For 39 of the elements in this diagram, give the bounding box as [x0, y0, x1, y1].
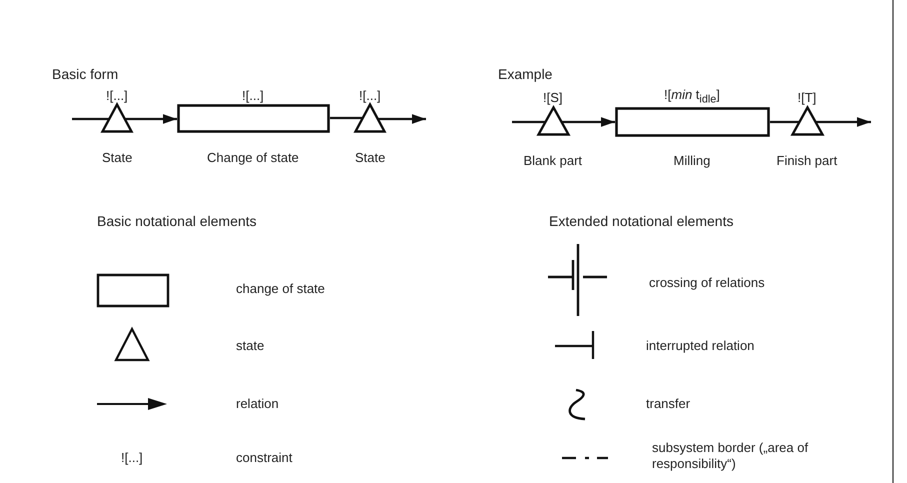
node-caption: State: [355, 150, 386, 166]
constraint-label: ![S]: [543, 90, 563, 106]
arrow: [378, 114, 426, 124]
constraint-label: ![min t$_{idle}$]: [664, 87, 720, 108]
state-triangle: [354, 103, 386, 133]
node-caption: Finish part: [776, 153, 838, 169]
arrow: [562, 117, 615, 127]
legend-text: interrupted relation: [646, 338, 754, 354]
legend-text: transfer: [646, 396, 690, 412]
legend-text: relation: [236, 396, 279, 412]
legend-text: change of state: [236, 281, 325, 297]
state-triangle: [101, 103, 133, 133]
section-heading: Extended notational elements: [549, 213, 734, 230]
relation-line: [770, 120, 800, 124]
state-triangle: [791, 106, 824, 136]
relation-line: [72, 118, 110, 120]
arrow: [816, 117, 871, 127]
relation-line: [330, 116, 362, 120]
constraint-label: ![T]: [798, 90, 816, 106]
section-heading: Basic form: [52, 66, 118, 83]
constraint-label: ![...]: [359, 88, 381, 104]
node-caption: Blank part: [524, 153, 582, 169]
constraint-label: ![...]: [106, 88, 128, 104]
legend-text: crossing of relations: [649, 275, 765, 291]
constraint-symbol: ![...]: [121, 450, 143, 466]
arrow: [124, 114, 177, 124]
relation-line: [512, 120, 546, 124]
section-heading: Basic notational elements: [97, 213, 257, 230]
node-caption: Change of state: [207, 150, 299, 166]
constraint-label: ![...]: [242, 88, 264, 104]
legend-text: subsystem border („area of responsibility“): [652, 440, 810, 472]
change-of-state-box: [615, 107, 770, 137]
legend-text: state: [236, 338, 264, 354]
node-caption: Milling: [674, 153, 710, 169]
state-triangle: [537, 106, 570, 136]
change-of-state-box: [177, 104, 330, 133]
node-caption: State: [102, 150, 132, 166]
legend-text: constraint: [236, 450, 292, 466]
section-heading: Example: [498, 66, 552, 83]
